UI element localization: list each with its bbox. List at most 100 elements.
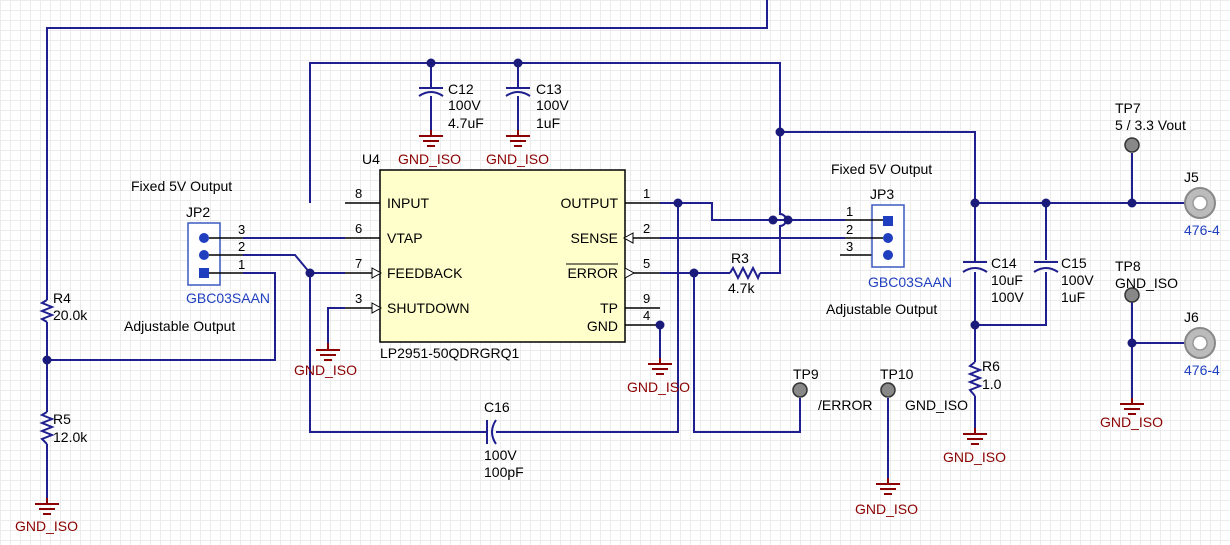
pin-name: FEEDBACK bbox=[387, 265, 463, 281]
input-arrow-icon bbox=[371, 302, 383, 314]
resistor-r6[interactable]: R6 1.0 bbox=[967, 358, 1002, 397]
j6-part: 476-4 bbox=[1184, 362, 1220, 378]
jp3-pin: 3 bbox=[846, 239, 853, 254]
wires bbox=[46, 0, 1185, 498]
c13-value: 1uF bbox=[536, 115, 560, 131]
capacitor-c14[interactable]: C14 10uF 100V bbox=[962, 255, 1024, 305]
pin-num: 6 bbox=[355, 221, 362, 236]
tp7-ref: TP7 bbox=[1115, 100, 1141, 116]
testpoint-tp7[interactable]: TP7 5 / 3.3 Vout bbox=[1115, 100, 1186, 153]
jp2-bottom-label: Adjustable Output bbox=[124, 318, 235, 334]
ground-symbol-shutdown: GND_ISO bbox=[294, 343, 357, 378]
ic-body bbox=[379, 169, 626, 343]
ground-symbol-c12: GND_ISO bbox=[398, 130, 461, 167]
pin-name: TP bbox=[600, 300, 618, 316]
connector-j5[interactable]: J5 476-4 bbox=[1184, 169, 1220, 238]
capacitor-c16[interactable]: C16 100V 100pF bbox=[483, 399, 524, 480]
ground-label: GND_ISO bbox=[943, 449, 1006, 465]
tp9-label: /ERROR bbox=[818, 397, 872, 413]
r4-value: 20.0k bbox=[53, 307, 88, 323]
ground-label: GND_ISO bbox=[294, 362, 357, 378]
capacitor-c13[interactable]: C13 100V 1uF bbox=[505, 81, 569, 131]
tp7-label: 5 / 3.3 Vout bbox=[1115, 117, 1186, 133]
r5-value: 12.0k bbox=[53, 429, 88, 445]
r5-ref: R5 bbox=[53, 411, 71, 427]
j5-ref: J5 bbox=[1184, 169, 1199, 185]
jumper-jp2[interactable]: 3 2 1 JP2 GBC03SAAN Fixed 5V Output Adju… bbox=[124, 178, 270, 334]
ground-symbol-ic: GND_ISO bbox=[627, 358, 690, 395]
jumper-jp3[interactable]: 1 2 3 JP3 GBC03SAAN Fixed 5V Output Adju… bbox=[826, 161, 952, 317]
tp9-ref: TP9 bbox=[793, 366, 819, 382]
c12-voltage: 100V bbox=[448, 97, 481, 113]
resistor-r4[interactable]: R4 20.0k bbox=[39, 290, 88, 323]
ground-symbol-r5: GND_ISO bbox=[15, 498, 78, 534]
c16-ref: C16 bbox=[484, 399, 510, 415]
ic-ref: U4 bbox=[362, 151, 380, 167]
pin-name: INPUT bbox=[387, 195, 429, 211]
jp3-top-label: Fixed 5V Output bbox=[831, 161, 932, 177]
capacitor-c12[interactable]: C12 100V 4.7uF bbox=[418, 81, 484, 131]
wire-crossing bbox=[779, 132, 787, 227]
tp8-ref: TP8 bbox=[1115, 258, 1141, 274]
j6-ref: J6 bbox=[1184, 309, 1199, 325]
tp8-label: GND_ISO bbox=[1115, 275, 1178, 291]
r3-ref: R3 bbox=[731, 250, 749, 266]
c15-ref: C15 bbox=[1061, 255, 1087, 271]
ic-u4[interactable]: U4 LP2951-50QDRGRQ1 8 6 7 3 INPUT VTAP F… bbox=[345, 151, 660, 361]
jp3-bottom-label: Adjustable Output bbox=[826, 301, 937, 317]
resistor-r5[interactable]: R5 12.0k bbox=[39, 411, 88, 445]
resistor-r3[interactable]: R3 4.7k bbox=[728, 250, 761, 296]
testpoint-tp8[interactable]: TP8 GND_ISO bbox=[1115, 258, 1178, 303]
pin-name: ERROR bbox=[567, 265, 618, 281]
c15-voltage: 100V bbox=[1061, 272, 1094, 288]
tp10-label: GND_ISO bbox=[905, 397, 968, 413]
pin-name: SENSE bbox=[571, 230, 618, 246]
ic-part: LP2951-50QDRGRQ1 bbox=[380, 345, 520, 361]
r3-value: 4.7k bbox=[728, 280, 755, 296]
pin-name: SHUTDOWN bbox=[387, 300, 469, 316]
c15-value: 1uF bbox=[1061, 289, 1085, 305]
ground-label: GND_ISO bbox=[1100, 414, 1163, 430]
ground-label: GND_ISO bbox=[855, 501, 918, 517]
jp2-pin: 1 bbox=[238, 257, 245, 272]
output-arrow-icon bbox=[624, 267, 636, 279]
ground-label: GND_ISO bbox=[398, 151, 461, 167]
ground-symbol-c13: GND_ISO bbox=[486, 130, 549, 167]
pin-num: 8 bbox=[355, 186, 362, 201]
jp3-pin: 1 bbox=[846, 204, 853, 219]
ground-label: GND_ISO bbox=[486, 151, 549, 167]
pin-num: 1 bbox=[643, 186, 650, 201]
input-arrow-icon bbox=[371, 267, 383, 279]
ground-symbol-r6: GND_ISO bbox=[943, 428, 1006, 465]
jp3-part: GBC03SAAN bbox=[868, 274, 952, 290]
jp2-part: GBC03SAAN bbox=[186, 290, 270, 306]
jp3-ref: JP3 bbox=[870, 186, 894, 202]
c13-voltage: 100V bbox=[536, 97, 569, 113]
pin-name: GND bbox=[587, 318, 618, 334]
testpoint-tp10[interactable]: TP10 GND_ISO bbox=[880, 366, 968, 413]
pin-num: 3 bbox=[355, 291, 362, 306]
c14-value: 10uF bbox=[991, 272, 1023, 288]
c12-value: 4.7uF bbox=[448, 115, 484, 131]
junction-dots bbox=[42, 58, 1137, 365]
c16-voltage: 100V bbox=[484, 447, 517, 463]
pin-num: 4 bbox=[643, 308, 650, 323]
jp3-pin: 2 bbox=[846, 222, 853, 237]
jp2-pin: 2 bbox=[238, 239, 245, 254]
pin-num: 2 bbox=[643, 221, 650, 236]
ground-label: GND_ISO bbox=[15, 518, 78, 534]
r6-value: 1.0 bbox=[982, 376, 1002, 392]
connector-j6[interactable]: J6 476-4 bbox=[1184, 309, 1220, 378]
r4-ref: R4 bbox=[53, 290, 71, 306]
testpoint-tp9[interactable]: TP9 /ERROR bbox=[792, 366, 872, 413]
ground-label: GND_ISO bbox=[627, 379, 690, 395]
c14-ref: C14 bbox=[991, 255, 1017, 271]
c13-ref: C13 bbox=[536, 81, 562, 97]
capacitor-c15[interactable]: C15 100V 1uF bbox=[1033, 255, 1094, 305]
pin-num: 5 bbox=[643, 256, 650, 271]
ground-symbol-tp8: GND_ISO bbox=[1100, 398, 1163, 430]
pin-num: 7 bbox=[355, 256, 362, 271]
input-arrow-icon bbox=[622, 232, 634, 244]
tp10-ref: TP10 bbox=[880, 366, 914, 382]
